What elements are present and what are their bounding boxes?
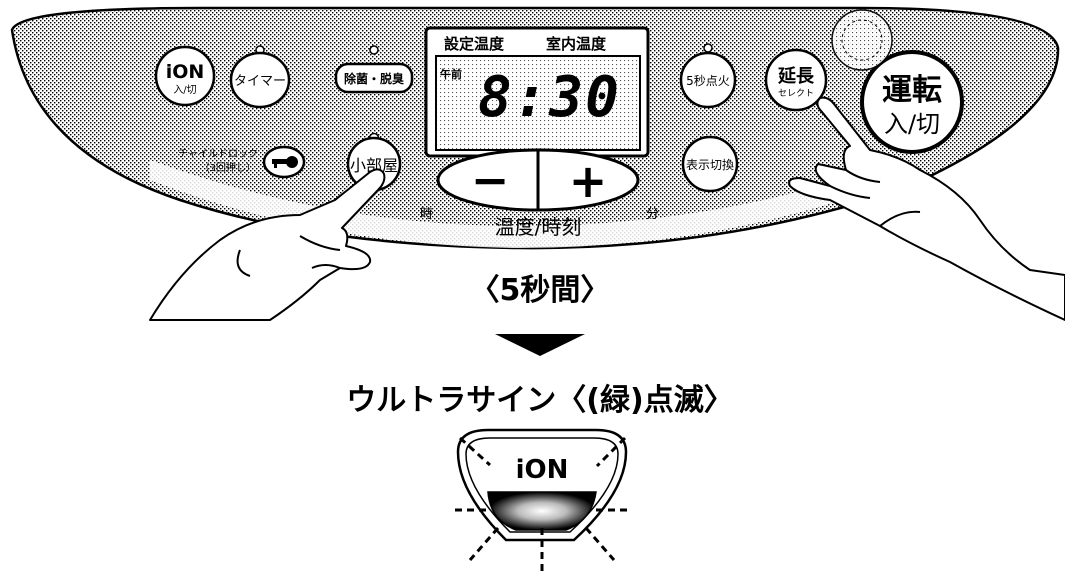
lcd-time: 8:30 [478,65,621,130]
extend-button-label: 延長 [777,66,815,87]
duration-label: 〈5秒間〉 [470,273,611,308]
minute-label: 分 [646,207,659,222]
display-switch-button[interactable]: 表示切換 [681,135,739,193]
select-button-sublabel: セレクト [778,88,814,99]
run-button[interactable]: 運転 入/切 [860,50,964,154]
lcd-header-room: 室内温度 [546,35,607,53]
lcd-display: 設定温度 室内温度 午前 8:30 [424,26,650,158]
display-switch-button-label: 表示切換 [686,158,734,172]
lcd-header-set: 設定温度 [444,35,505,53]
ion-button-label: iON [166,61,205,83]
minus-icon: − [471,153,510,207]
run-button-label: 運転 [882,73,942,108]
blink-rays-icon [455,436,630,571]
small-room-button-label: 小部屋 [350,156,398,175]
child-lock-sublabel: （3回押し） [200,161,256,174]
ion-button[interactable]: iON 入/切 [154,45,216,107]
indicator-lamp [487,491,597,531]
child-lock-label: チャイルドロック [178,148,258,160]
left-hand-icon [149,168,386,321]
small-room-button[interactable]: 小部屋 [346,132,402,192]
extend-select-button[interactable]: 延長 セレクト [764,48,828,112]
ion-indicator: iON [455,428,630,571]
press-indicator-icon [831,9,893,71]
five-sec-ignition-button[interactable]: 5秒点火 [679,43,737,109]
temp-time-label: 温度/時刻 [495,215,582,239]
ion-button-sublabel: 入/切 [173,84,196,96]
dehumidify-button[interactable]: 除菌・脱臭 [334,45,414,94]
down-arrow-icon [495,334,585,356]
temp-time-rocker[interactable]: − + [436,148,640,212]
five-sec-button-label: 5秒点火 [686,74,730,88]
dehumidify-led [369,45,379,55]
run-button-sublabel: 入/切 [884,110,940,138]
ultra-sign-caption: ウルトラサイン〈(緑)点滅〉 [346,383,733,418]
hour-label: 時 [420,207,433,222]
timer-button[interactable]: タイマー [229,45,291,109]
minus-button[interactable]: − [471,153,510,207]
dehumidify-button-label: 除菌・脱臭 [344,71,404,86]
child-lock: チャイルドロック （3回押し） [178,145,306,179]
ion-indicator-label: iON [516,455,569,485]
five-sec-led [703,43,713,53]
lcd-am-pm: 午前 [440,67,462,81]
plus-icon: + [569,154,608,208]
timer-button-label: タイマー [234,74,286,89]
right-hand-icon [788,96,1065,321]
key-icon [262,145,306,179]
plus-button[interactable]: + [569,154,608,208]
